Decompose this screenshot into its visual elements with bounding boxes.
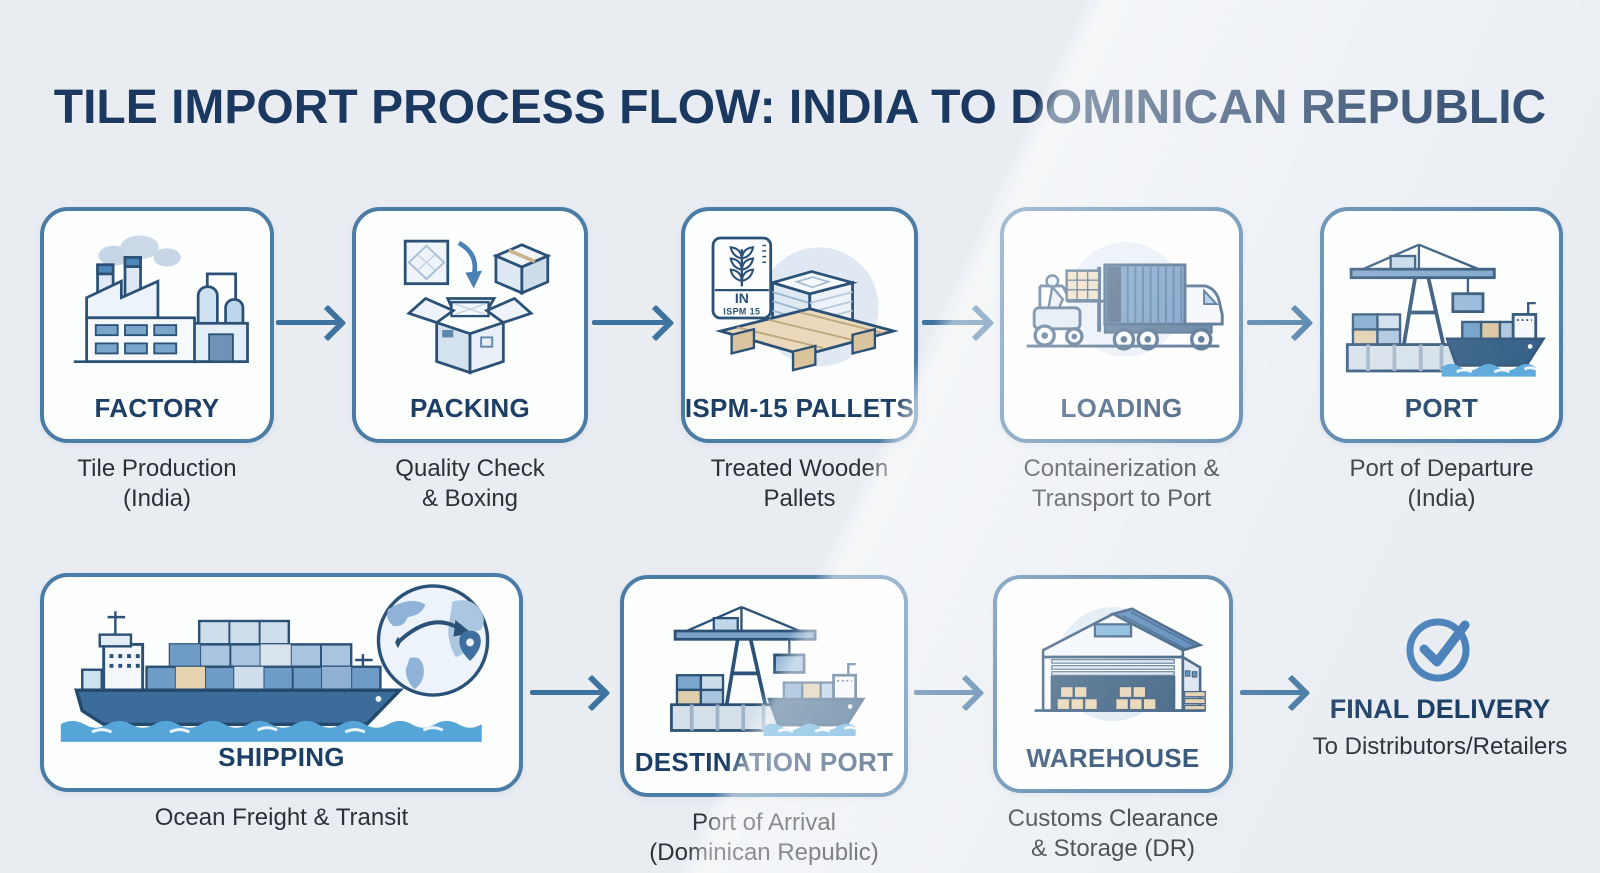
flow-arrow bbox=[530, 690, 602, 695]
stage-card-port: PORT bbox=[1320, 207, 1563, 443]
stage-loading: LOADING Containerization & Transport to … bbox=[1000, 207, 1243, 514]
stage-subtitle: Ocean Freight & Transit bbox=[154, 804, 409, 831]
packing-box-icon bbox=[356, 211, 584, 393]
port-crane-ship-icon bbox=[624, 579, 904, 747]
stage-factory: FACTORY Tile Production (India) bbox=[40, 207, 274, 514]
stage-card-shipping: SHIPPING bbox=[40, 573, 523, 792]
stage-warehouse: WAREHOUSE Customs Clearance & Storage (D… bbox=[993, 575, 1233, 864]
stage-subtitle: Quality Check & Boxing bbox=[395, 455, 545, 512]
stage-label: DESTINATION PORT bbox=[634, 747, 894, 777]
stage-card-destination-port: DESTINATION PORT bbox=[620, 575, 908, 797]
stage-label: SHIPPING bbox=[218, 742, 345, 772]
flow-arrow bbox=[922, 320, 986, 325]
stage-subtitle: Treated Wooden Pallets bbox=[710, 455, 889, 512]
stage-final-delivery: FINAL DELIVERY To Distributors/Retailers bbox=[1285, 602, 1595, 761]
factory-icon bbox=[44, 211, 270, 393]
stage-subtitle: Tile Production (India) bbox=[77, 455, 237, 512]
stage-packing: PACKING Quality Check & Boxing bbox=[352, 207, 588, 514]
page-title: TILE IMPORT PROCESS FLOW: INDIA TO DOMIN… bbox=[53, 81, 1547, 134]
cargo-ship-globe-icon bbox=[44, 570, 519, 742]
stage-port: PORT Port of Departure (India) bbox=[1320, 207, 1563, 514]
stage-card-factory: FACTORY bbox=[40, 207, 274, 443]
flow-arrow bbox=[1247, 320, 1305, 325]
ispm-stamp-mark: ISPM 15 bbox=[723, 306, 760, 316]
flow-arrow bbox=[914, 690, 976, 695]
flow-arrow bbox=[1240, 690, 1302, 695]
pallet-stamp-icon: IN ISPM 15 bbox=[685, 211, 914, 393]
check-circle-icon bbox=[1397, 602, 1483, 688]
stage-subtitle: Customs Clearance & Storage (DR) bbox=[1007, 805, 1219, 862]
stage-subtitle: To Distributors/Retailers bbox=[1312, 733, 1568, 760]
stage-label: LOADING bbox=[1060, 393, 1183, 423]
stage-card-packing: PACKING bbox=[352, 207, 588, 443]
stage-card-loading: LOADING bbox=[1000, 207, 1243, 443]
flow-arrow bbox=[592, 320, 666, 325]
forklift-truck-icon bbox=[1004, 211, 1239, 393]
stage-label: FACTORY bbox=[94, 393, 220, 423]
stage-subtitle: Port of Departure (India) bbox=[1349, 455, 1534, 512]
flow-arrow bbox=[276, 320, 338, 325]
stage-label: ISPM-15 PALLETS bbox=[684, 393, 915, 423]
stage-subtitle: Containerization & Transport to Port bbox=[1023, 455, 1220, 512]
ispm-stamp-country: IN bbox=[734, 290, 748, 306]
stage-destination-port: DESTINATION PORT Port of Arrival (Domini… bbox=[620, 575, 908, 868]
stage-label: PACKING bbox=[409, 393, 531, 423]
stage-subtitle: Port of Arrival (Dominican Republic) bbox=[649, 809, 879, 866]
stage-card-ispm-15-pallets: IN ISPM 15 ISPM-15 PALLETS bbox=[681, 207, 918, 443]
stage-label: FINAL DELIVERY bbox=[1329, 694, 1551, 724]
stage-card-warehouse: WAREHOUSE bbox=[993, 575, 1233, 793]
stage-label: WAREHOUSE bbox=[1026, 743, 1200, 773]
warehouse-icon bbox=[997, 579, 1229, 743]
port-crane-ship-icon bbox=[1324, 211, 1559, 393]
stage-ispm-15-pallets: IN ISPM 15 ISPM-15 PALLETS Treated Woode… bbox=[681, 207, 918, 514]
stage-label: PORT bbox=[1404, 393, 1479, 423]
stage-shipping: SHIPPING Ocean Freight & Transit bbox=[40, 573, 523, 833]
